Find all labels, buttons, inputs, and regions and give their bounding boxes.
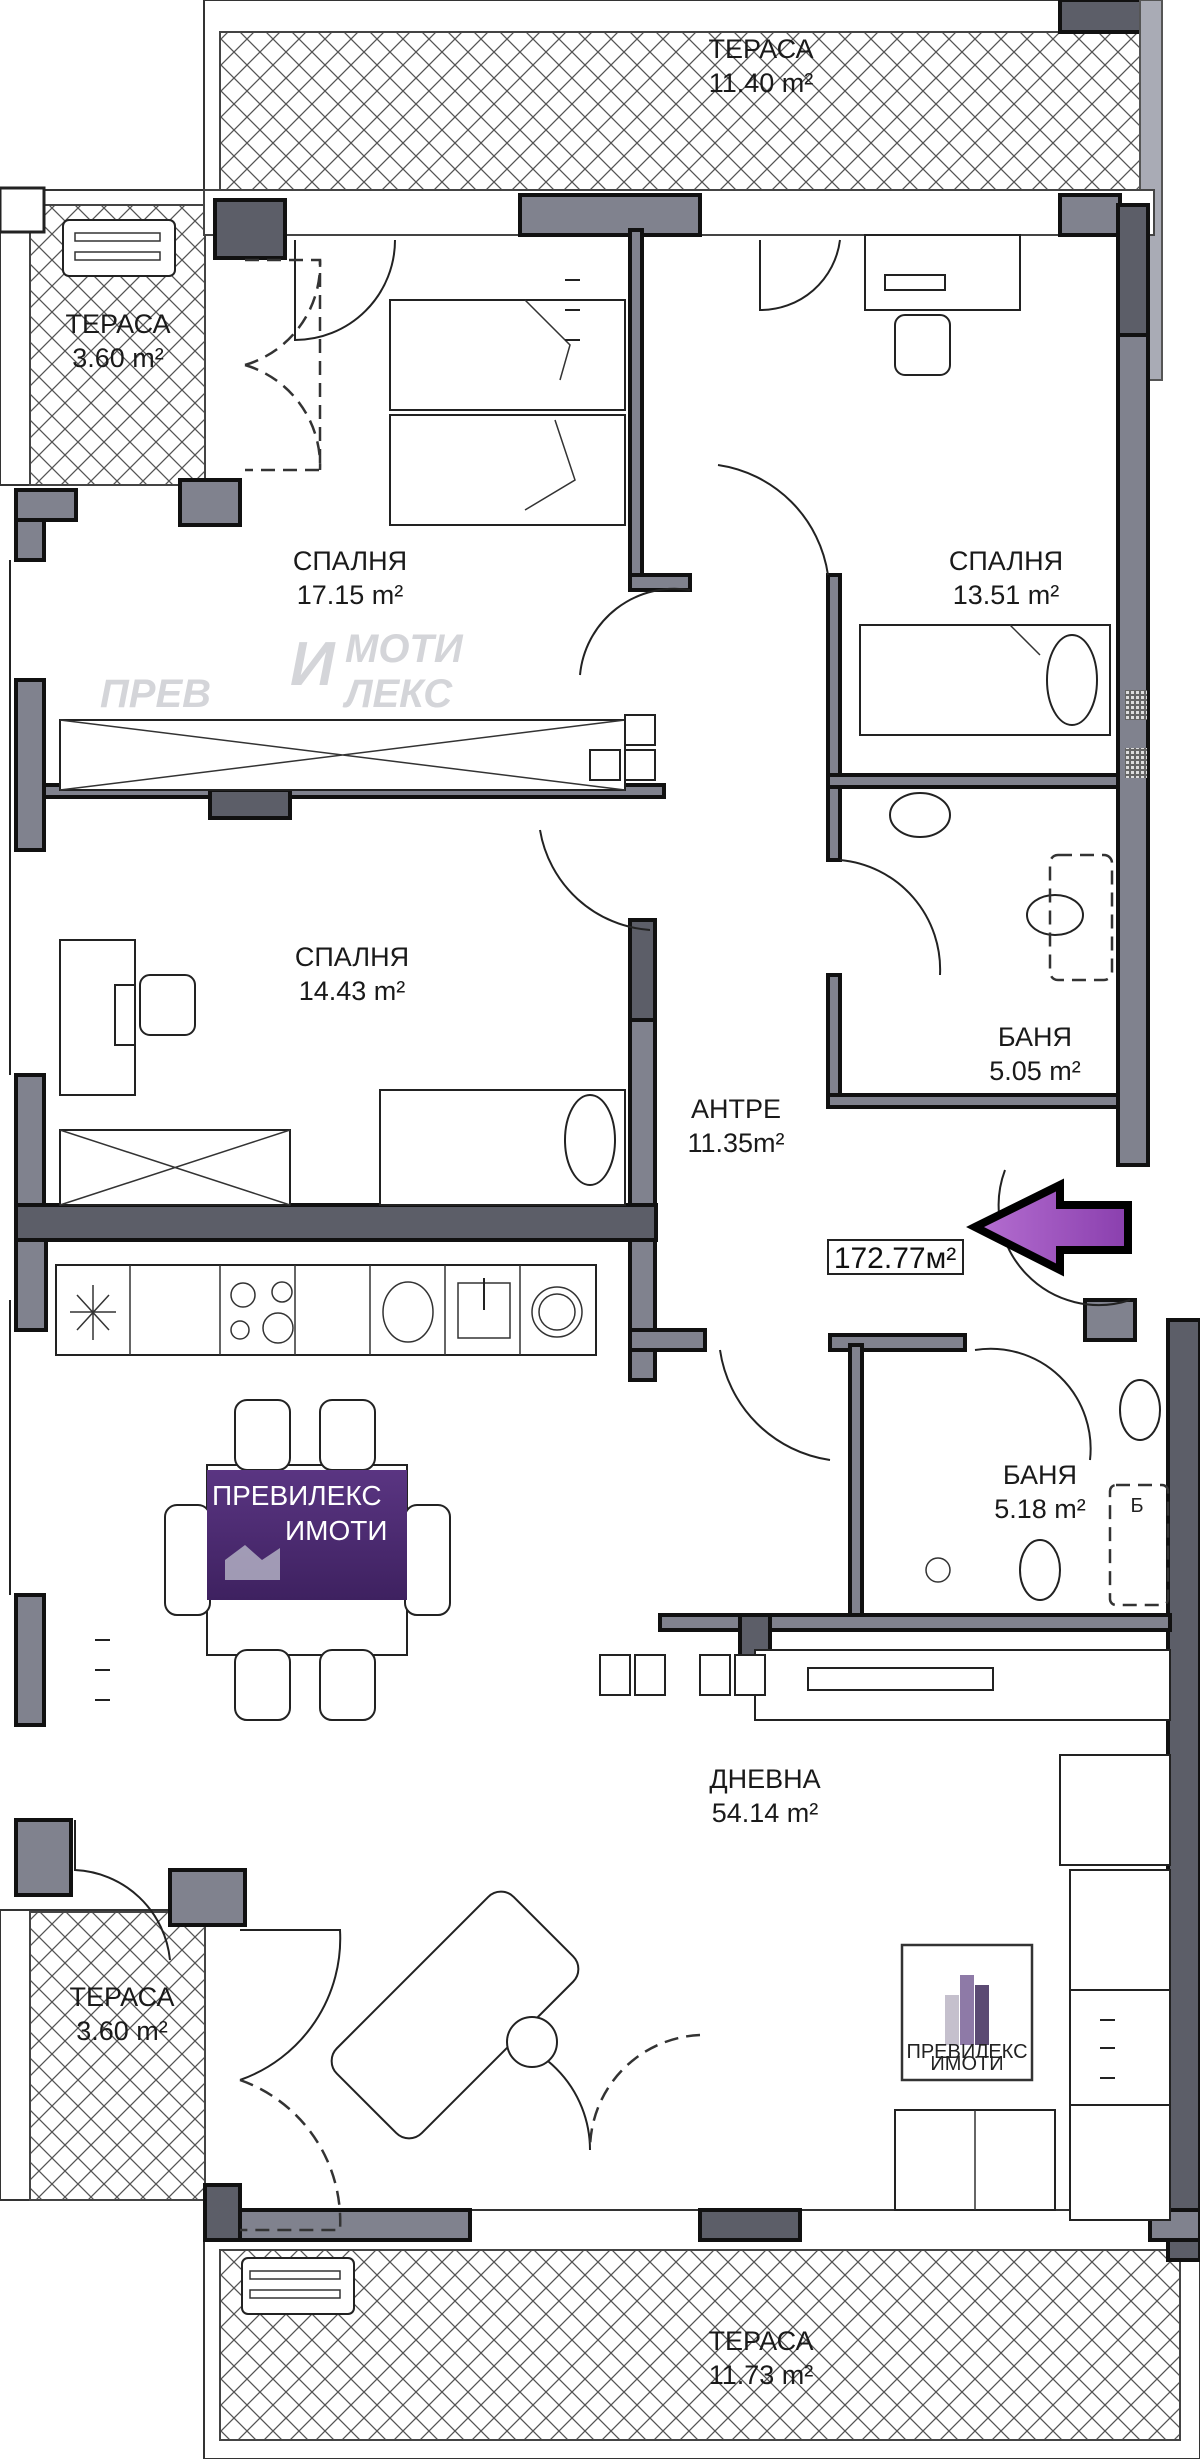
- entrance-arrow-icon: [966, 1178, 1132, 1277]
- svg-text:5.05 m²: 5.05 m²: [989, 1056, 1081, 1086]
- total-area-badge: 172.77м²: [827, 1239, 964, 1275]
- svg-text:11.40 m²: 11.40 m²: [709, 68, 814, 98]
- table-logo: ПРЕВИЛЕКС ИМОТИ: [207, 1470, 407, 1600]
- room-label-bedroom-2: СПАЛНЯ 13.51 m²: [949, 546, 1063, 610]
- svg-text:ПРЕВИЛЕКС: ПРЕВИЛЕКС: [212, 1480, 382, 1511]
- terrace-top-left: [0, 186, 206, 486]
- svg-text:14.43 m²: 14.43 m²: [299, 976, 406, 1006]
- svg-text:17.15 m²: 17.15 m²: [297, 580, 404, 610]
- svg-text:ИМОТИ: ИМОТИ: [285, 1515, 387, 1546]
- toilet-icon: [1026, 894, 1084, 936]
- svg-text:И: И: [290, 630, 336, 699]
- svg-text:ЛЕКС: ЛЕКС: [342, 672, 453, 716]
- shower-icon: [925, 1557, 951, 1583]
- svg-text:ТЕРАСА: ТЕРАСА: [708, 2326, 813, 2356]
- chair-icon: [894, 314, 951, 376]
- bath-marker: Б: [1130, 1495, 1143, 1517]
- svg-text:3.60 m²: 3.60 m²: [76, 2016, 168, 2046]
- svg-text:СПАЛНЯ: СПАЛНЯ: [949, 546, 1063, 576]
- chair-icon: [139, 974, 196, 1036]
- room-label-hallway: АНТРЕ 11.35m²: [687, 1094, 784, 1158]
- svg-text:СПАЛНЯ: СПАЛНЯ: [295, 942, 409, 972]
- svg-text:ТЕРАСА: ТЕРАСА: [708, 34, 813, 64]
- svg-text:3.60 m²: 3.60 m²: [72, 343, 164, 373]
- ac-unit-icon: [241, 2257, 355, 2315]
- room-label-bedroom-1: СПАЛНЯ 17.15 m²: [293, 546, 407, 610]
- washing-machine-icon: [531, 1286, 583, 1338]
- room-label-bedroom-3: СПАЛНЯ 14.43 m²: [295, 942, 409, 1006]
- room-label-terrace-bottom-left: ТЕРАСА 3.60 m²: [69, 1982, 174, 2046]
- single-bed-icon: [859, 624, 1111, 736]
- desk-icon: [864, 234, 1021, 311]
- sink-icon: [889, 792, 951, 838]
- room-label-bathroom-2: БАНЯ 5.18 m²: [994, 1460, 1086, 1524]
- fridge-snowflake-icon: [70, 1285, 116, 1340]
- svg-text:СПАЛНЯ: СПАЛНЯ: [293, 546, 407, 576]
- furniture: [55, 234, 1171, 2221]
- walls: [9, 189, 1200, 2262]
- doors: [74, 239, 1131, 2232]
- room-label-living-room: ДНЕВНА 54.14 m²: [709, 1764, 820, 1828]
- double-bed-icon: [389, 299, 626, 526]
- side-table-icon: [506, 2016, 558, 2068]
- room-label-terrace-bottom: ТЕРАСА 11.73 m²: [708, 2326, 813, 2390]
- wall-logo-frame: ПРЕВИЛЕКС ИМОТИ: [900, 1943, 1034, 2082]
- svg-text:ТЕРАСА: ТЕРАСА: [65, 309, 170, 339]
- dishwasher-icon: [382, 1281, 434, 1343]
- wardrobe-icon: [59, 714, 656, 791]
- svg-text:ТЕРАСА: ТЕРАСА: [69, 1982, 174, 2012]
- svg-text:11.35m²: 11.35m²: [687, 1128, 784, 1158]
- room-label-terrace-top-left: ТЕРАСА 3.60 m²: [65, 309, 170, 373]
- desk-icon: [59, 939, 136, 1096]
- armchair-icon: [330, 1890, 580, 2140]
- sofa-icon: [894, 1754, 1171, 2221]
- svg-text:172.77м²: 172.77м²: [834, 1242, 956, 1275]
- svg-text:БАНЯ: БАНЯ: [998, 1022, 1072, 1052]
- cooktop-icon: [230, 1281, 294, 1344]
- ac-arrows-icon: [95, 279, 1115, 2079]
- svg-text:13.51 m²: 13.51 m²: [953, 580, 1060, 610]
- svg-text:МОТИ: МОТИ: [345, 627, 464, 671]
- sink-icon: [1119, 1379, 1161, 1441]
- svg-text:54.14 m²: 54.14 m²: [712, 1798, 819, 1828]
- tv-unit-icon: [599, 1649, 1171, 1721]
- svg-text:ДНЕВНА: ДНЕВНА: [709, 1764, 820, 1794]
- kitchen-counter-icon: [55, 1264, 597, 1356]
- svg-text:БАНЯ: БАНЯ: [1003, 1460, 1077, 1490]
- terrace-bottom-left: [0, 1909, 206, 2201]
- svg-text:АНТРЕ: АНТРЕ: [691, 1094, 781, 1124]
- svg-text:ИМОТИ: ИМОТИ: [930, 2053, 1003, 2075]
- room-labels: ТЕРАСА 11.40 m² ТЕРАСА 3.60 m² СПАЛНЯ 17…: [65, 34, 1143, 2390]
- svg-text:ПРЕВИЛЕКС: ПРЕВИЛЕКС: [906, 2041, 1027, 2063]
- terrace-bottom: [203, 2209, 1200, 2459]
- single-bed-icon: [379, 1089, 626, 1206]
- room-label-terrace-top: ТЕРАСА 11.40 m²: [708, 34, 813, 98]
- wardrobe-icon: [59, 1129, 291, 1206]
- svg-text:ПРЕВ: ПРЕВ: [100, 672, 211, 716]
- room-label-bathroom-1: БАНЯ 5.05 m²: [989, 1022, 1081, 1086]
- ac-unit-icon: [62, 219, 176, 277]
- svg-text:5.18 m²: 5.18 m²: [994, 1494, 1086, 1524]
- kitchen-sink-icon: [457, 1278, 511, 1339]
- toilet-icon: [1019, 1539, 1061, 1601]
- watermark-logo: И МОТИ ПРЕВ ЛЕКС: [100, 627, 464, 716]
- svg-text:11.73 m²: 11.73 m²: [709, 2360, 814, 2390]
